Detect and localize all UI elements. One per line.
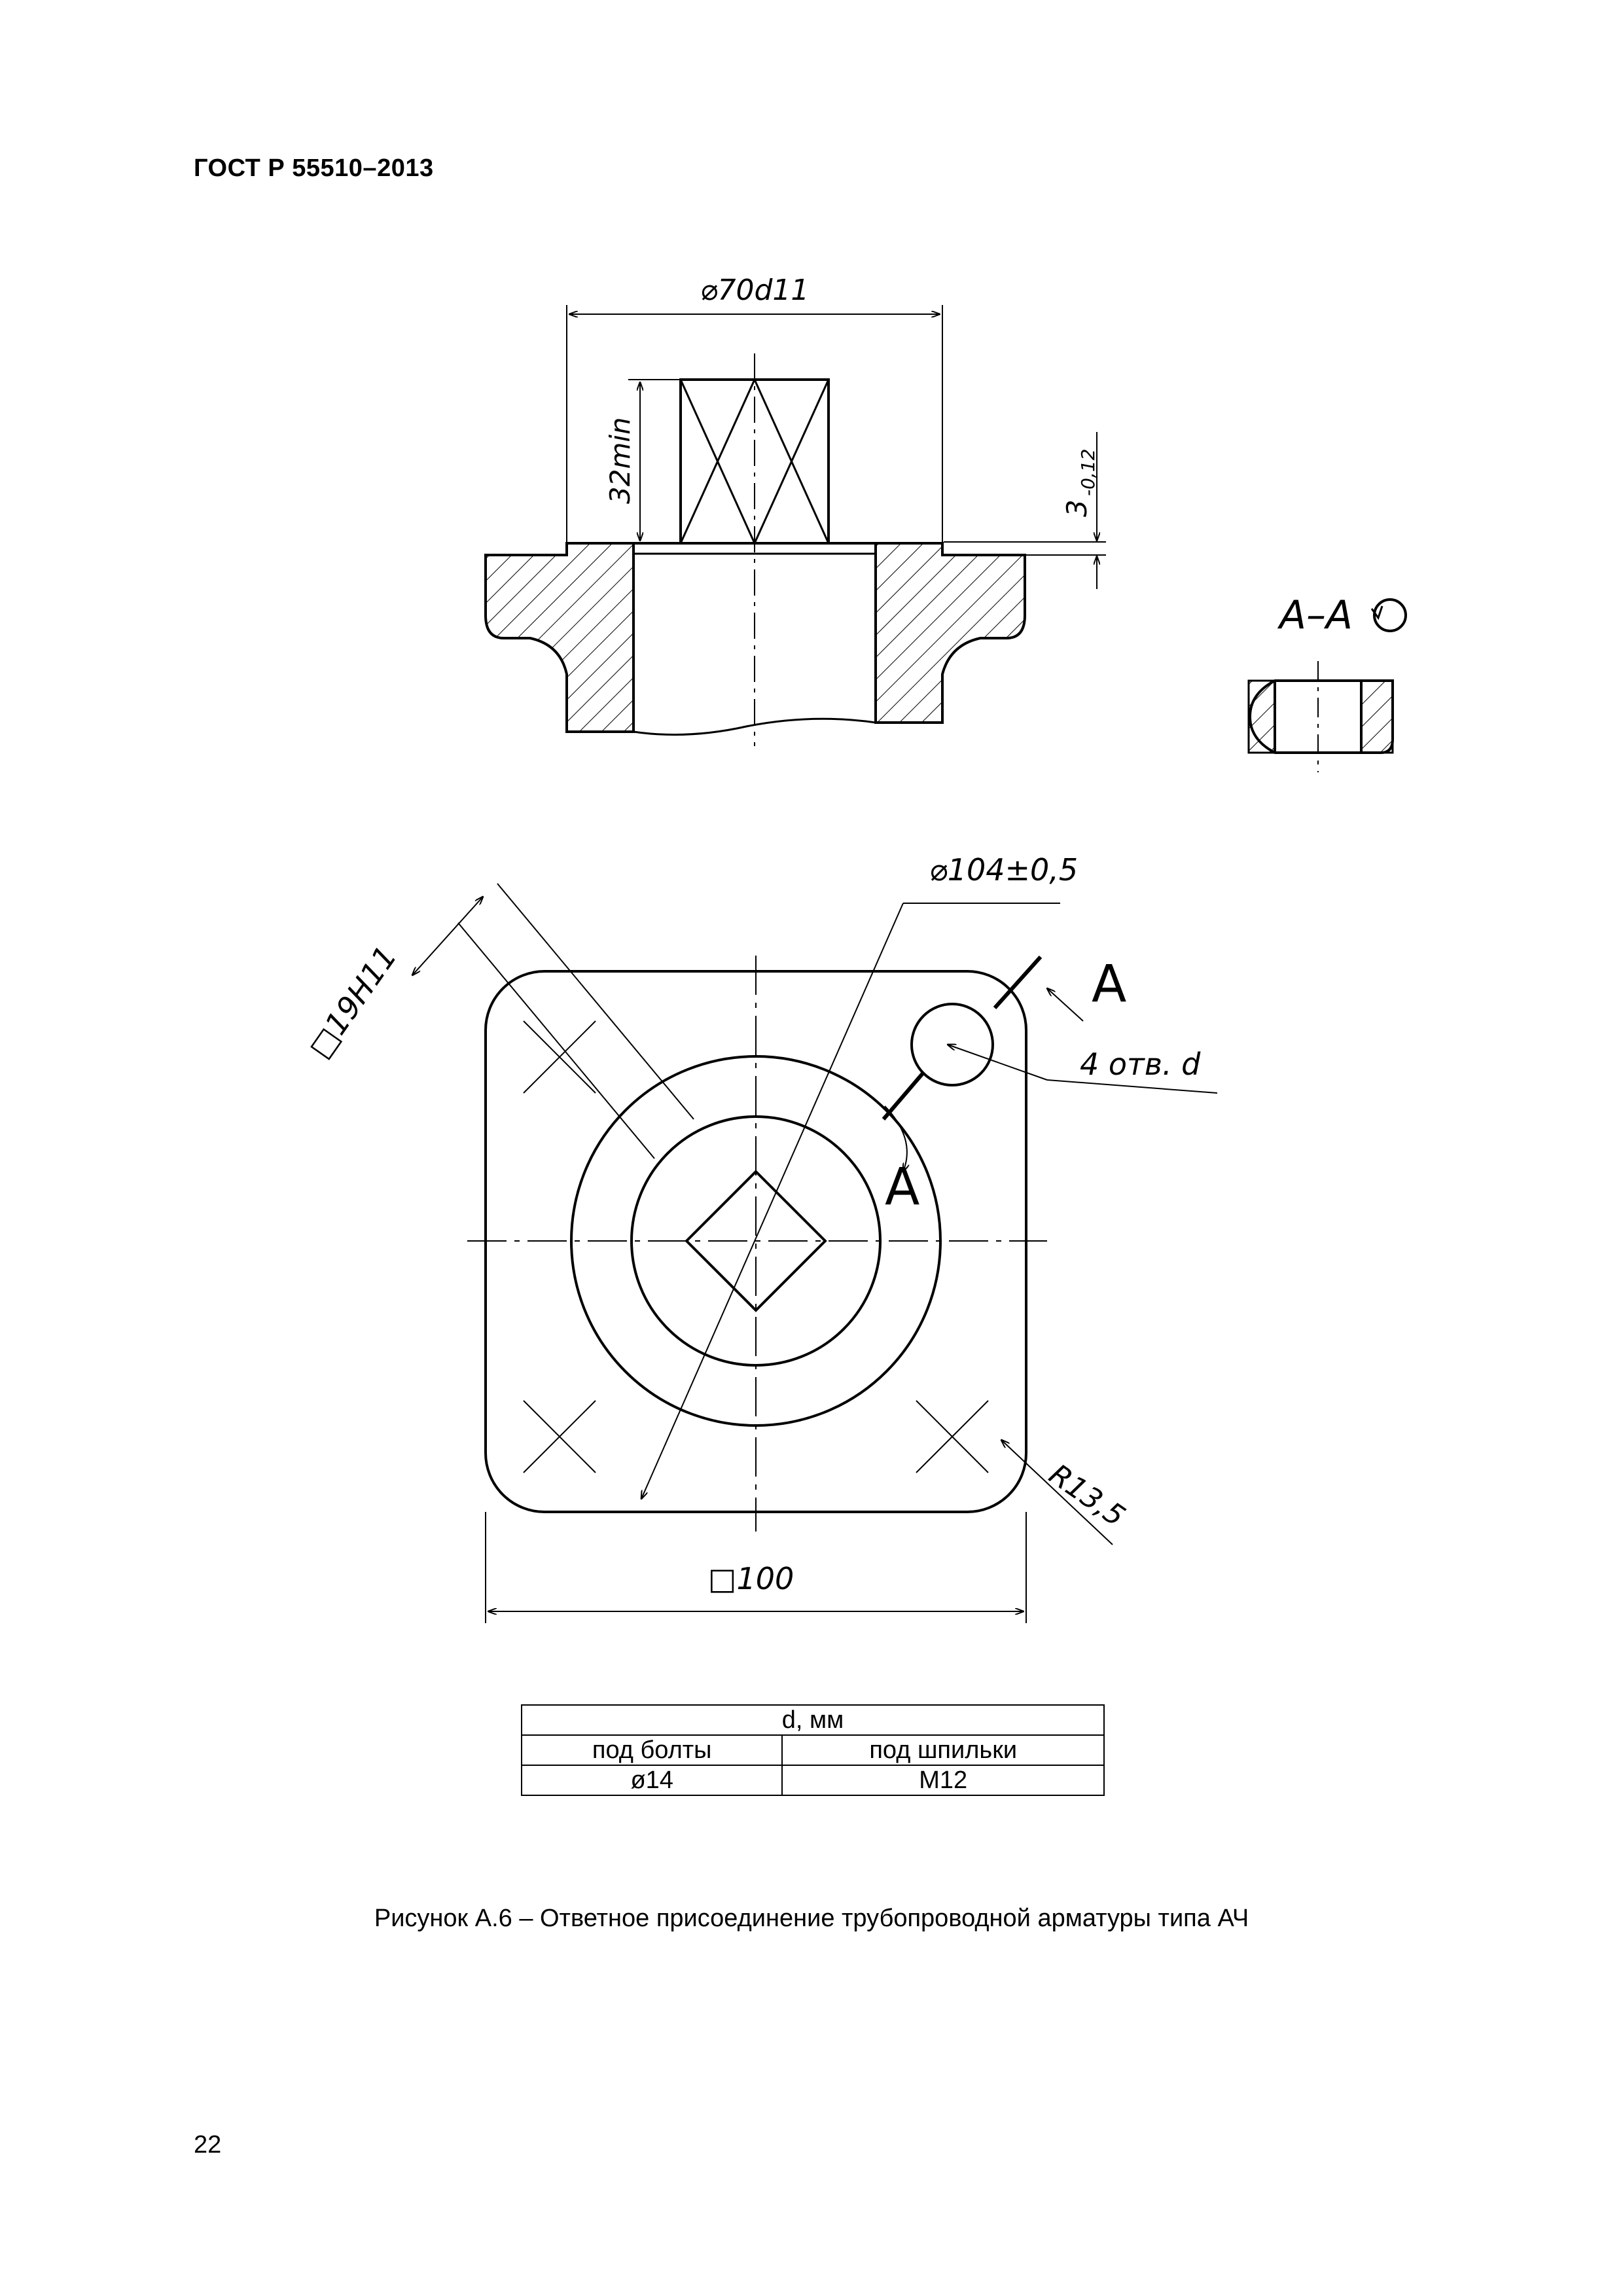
table-value-studs: М12 [781, 1765, 1105, 1796]
flange-plan-view [412, 883, 1218, 1623]
table-value-bolts: ø14 [520, 1765, 783, 1796]
dim-step-tolerance: -0,12 [1077, 449, 1099, 496]
cut-label-top: А [1092, 955, 1126, 1014]
dim-step-3: 3 [1061, 499, 1093, 517]
bolt-hole [910, 1003, 994, 1086]
table-header: d, мм [521, 1704, 1105, 1736]
dimension-table: d, мм под болты под шпильки ø14 М12 [520, 1704, 1105, 1796]
dim-diameter-70: ⌀70d11 [700, 274, 809, 307]
dim-square-flange: □100 [708, 1561, 794, 1596]
figure-caption: Рисунок А.6 – Ответное присоединение тру… [374, 1905, 1249, 1932]
dim-square-hole: □19Н11 [302, 939, 404, 1064]
document-header: ГОСТ Р 55510–2013 [194, 154, 434, 182]
section-a-a-detail [1247, 598, 1407, 772]
section-label: А–А [1277, 592, 1353, 638]
rotate-icon [1373, 598, 1407, 632]
table-col-bolts: под болты [520, 1734, 783, 1766]
side-section-view [484, 305, 1106, 746]
dim-bolt-circle: ⌀104±0,5 [929, 852, 1078, 888]
cut-label-bottom: А [885, 1158, 919, 1217]
page-number: 22 [194, 2131, 222, 2159]
holes-note: 4 отв. d [1080, 1047, 1201, 1082]
square-hole [685, 1170, 827, 1312]
dim-radius: R13,5 [1043, 1458, 1132, 1534]
left-flange-section [484, 542, 635, 733]
right-flange-section [874, 542, 1026, 724]
dim-height-32min: 32min [604, 417, 636, 504]
table-col-studs: под шпильки [781, 1734, 1105, 1766]
